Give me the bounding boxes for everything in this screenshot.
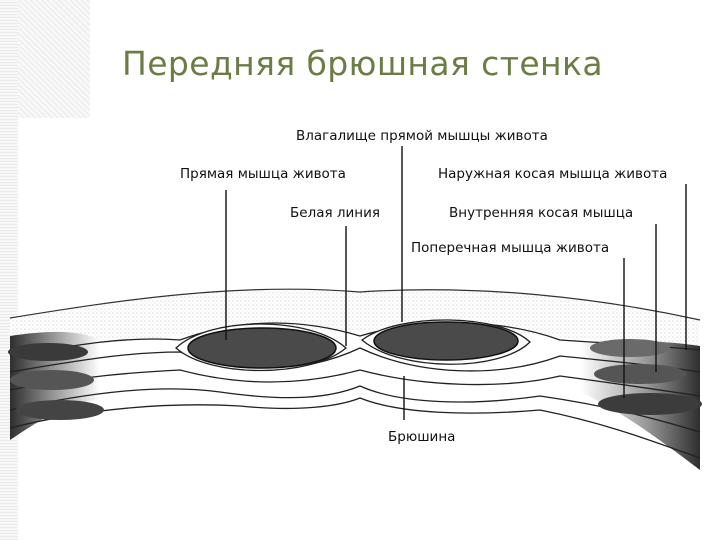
right-rectus-muscle (373, 321, 519, 361)
label-transversus: Поперечная мышца живота (411, 240, 609, 256)
slide-title: Передняя брюшная стенка (122, 44, 603, 83)
label-rectus: Прямая мышца живота (180, 166, 346, 182)
right-muscle-oval-2 (594, 364, 686, 384)
label-linea-alba: Белая линия (290, 205, 380, 221)
left-muscle-oval-2 (10, 370, 94, 390)
right-muscle-oval-1 (590, 339, 670, 357)
label-internal-oblique: Внутренняя косая мышца (449, 205, 633, 221)
left-muscle-oval-3 (16, 400, 104, 420)
fascia-lines (9, 322, 701, 459)
leader-lines (225, 146, 687, 420)
left-rectus-muscle (187, 327, 337, 369)
label-sheath: Влагалище прямой мышцы живота (296, 128, 548, 144)
label-external-oblique: Наружная косая мышца живота (438, 166, 667, 182)
subcutaneous-layer (10, 289, 700, 356)
skin-line (9, 288, 701, 321)
label-peritoneum: Брюшина (388, 429, 455, 445)
right-muscle-oval-3 (598, 393, 702, 415)
left-muscle-oval-1 (8, 343, 88, 361)
